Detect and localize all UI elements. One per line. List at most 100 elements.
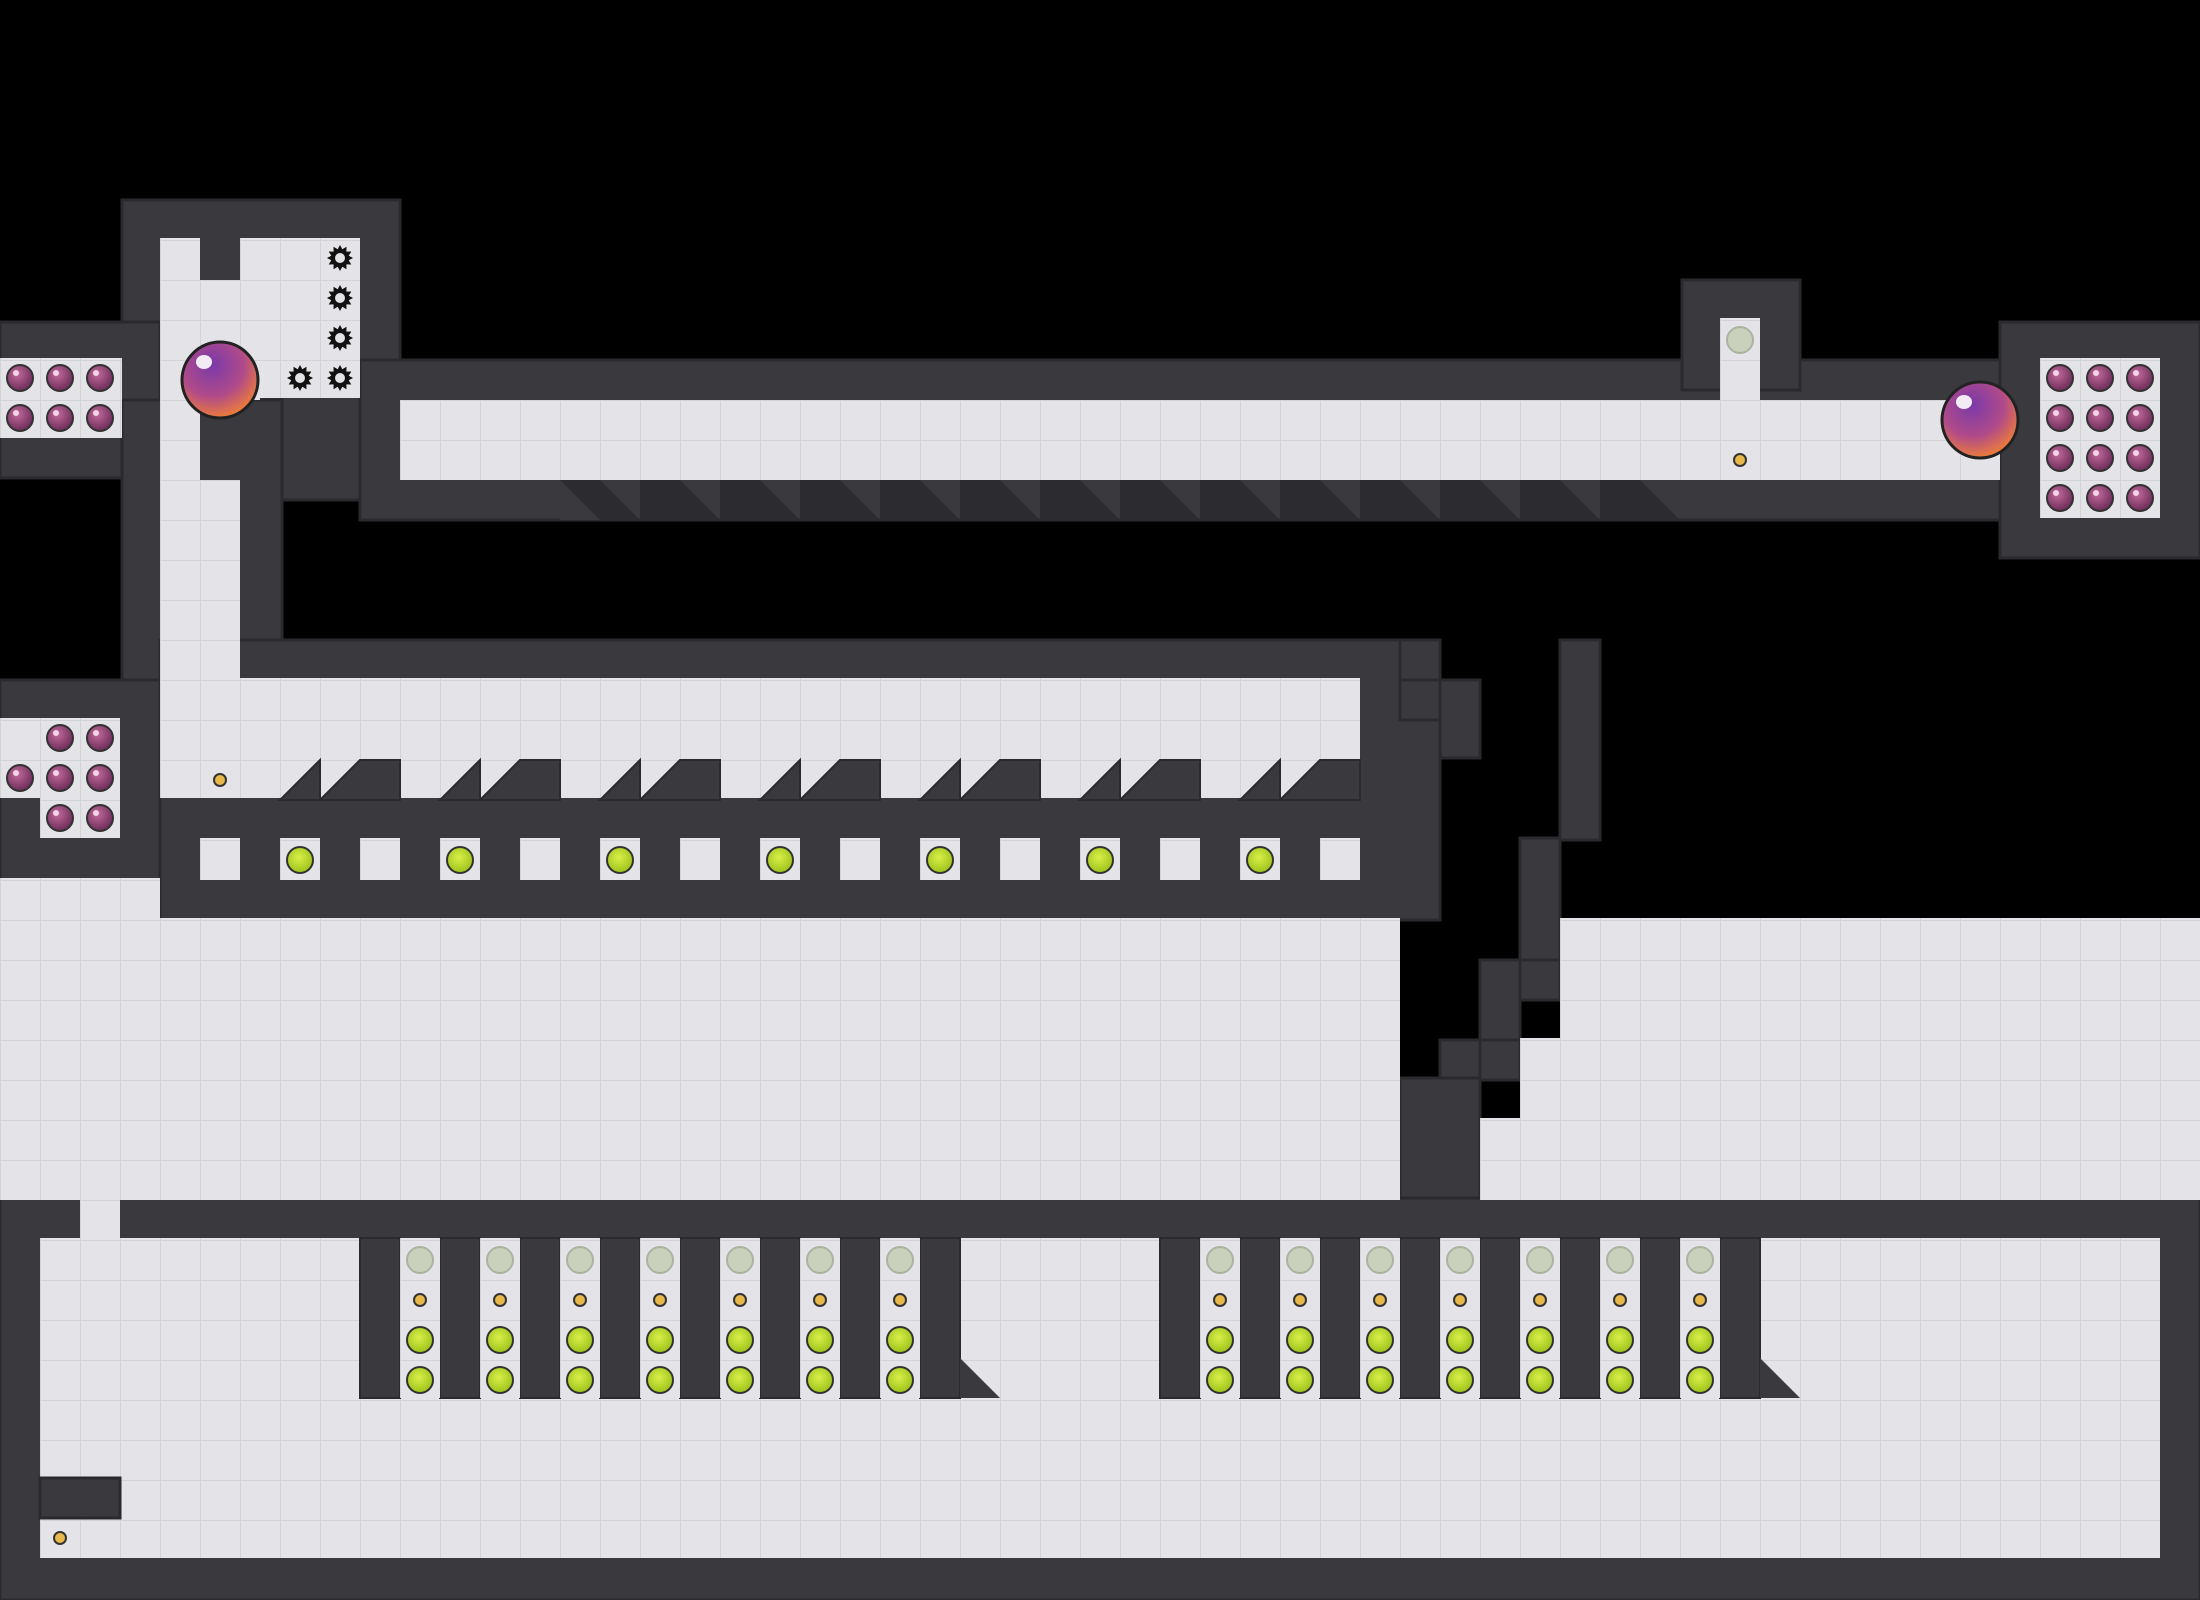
- gem-icon[interactable]: [1246, 846, 1274, 874]
- bomb-icon[interactable]: [2086, 364, 2114, 392]
- coin-icon[interactable]: [493, 1293, 507, 1307]
- gem-icon[interactable]: [886, 1326, 914, 1354]
- gem-icon[interactable]: [1446, 1366, 1474, 1394]
- gem-icon[interactable]: [646, 1366, 674, 1394]
- gem-icon[interactable]: [1686, 1366, 1714, 1394]
- bomb-icon[interactable]: [46, 804, 74, 832]
- coin-icon[interactable]: [733, 1293, 747, 1307]
- column: [919, 1237, 1000, 1399]
- bomb-icon[interactable]: [46, 364, 74, 392]
- spent-gem-icon: [806, 1246, 834, 1274]
- tooth: [880, 480, 960, 520]
- bomb-icon[interactable]: [6, 404, 34, 432]
- coin-icon[interactable]: [653, 1293, 667, 1307]
- spent-gem-icon: [1526, 1246, 1554, 1274]
- tooth: [800, 480, 880, 520]
- bomb-icon[interactable]: [2086, 404, 2114, 432]
- gem-icon[interactable]: [1286, 1326, 1314, 1354]
- coin-icon[interactable]: [813, 1293, 827, 1307]
- tooth: [640, 480, 720, 520]
- bottom-columns: [359, 1237, 1800, 1399]
- gem-icon[interactable]: [806, 1326, 834, 1354]
- gem-icon[interactable]: [406, 1326, 434, 1354]
- spent-gem-icon: [1366, 1246, 1394, 1274]
- spent-gem-icon: [486, 1246, 514, 1274]
- tooth: [1200, 480, 1280, 520]
- bomb-icon[interactable]: [86, 364, 114, 392]
- bomb-icon[interactable]: [2126, 404, 2154, 432]
- bomb-icon[interactable]: [46, 724, 74, 752]
- gem-icon[interactable]: [1086, 846, 1114, 874]
- coin-icon[interactable]: [213, 773, 227, 787]
- coin-icon[interactable]: [1533, 1293, 1547, 1307]
- gem-icon[interactable]: [1286, 1366, 1314, 1394]
- bomb-icon[interactable]: [86, 404, 114, 432]
- gem-icon[interactable]: [1366, 1326, 1394, 1354]
- coin-icon[interactable]: [1693, 1293, 1707, 1307]
- bomb-icon[interactable]: [2046, 444, 2074, 472]
- gem-icon[interactable]: [486, 1366, 514, 1394]
- bomb-icon[interactable]: [86, 804, 114, 832]
- gem-icon[interactable]: [806, 1366, 834, 1394]
- gem-icon[interactable]: [646, 1326, 674, 1354]
- coin-icon[interactable]: [1453, 1293, 1467, 1307]
- bomb-icon[interactable]: [2126, 484, 2154, 512]
- gem-icon[interactable]: [566, 1366, 594, 1394]
- gem-icon[interactable]: [886, 1366, 914, 1394]
- bomb-icon[interactable]: [6, 764, 34, 792]
- coin-icon[interactable]: [573, 1293, 587, 1307]
- bomb-icon[interactable]: [86, 764, 114, 792]
- spent-gem-icon: [726, 1246, 754, 1274]
- bomb-icon[interactable]: [2126, 444, 2154, 472]
- gem-icon[interactable]: [1606, 1366, 1634, 1394]
- gear-icon: [287, 365, 313, 391]
- player-ball-left[interactable]: [180, 340, 260, 420]
- bomb-icon[interactable]: [46, 764, 74, 792]
- spent-gem-icon: [1686, 1246, 1714, 1274]
- gem-icon[interactable]: [726, 1366, 754, 1394]
- gem-icon[interactable]: [1526, 1366, 1554, 1394]
- gem-icon[interactable]: [766, 846, 794, 874]
- bomb-icon[interactable]: [86, 724, 114, 752]
- bomb-icon[interactable]: [2046, 404, 2074, 432]
- coin-icon[interactable]: [1613, 1293, 1627, 1307]
- gem-icon[interactable]: [286, 846, 314, 874]
- gear-icon: [327, 365, 353, 391]
- gem-icon[interactable]: [1206, 1326, 1234, 1354]
- gem-icon[interactable]: [566, 1326, 594, 1354]
- bomb-icon[interactable]: [2086, 484, 2114, 512]
- ledge: [38, 1476, 122, 1520]
- spent-gem-icon: [1726, 326, 1754, 354]
- coin-icon[interactable]: [413, 1293, 427, 1307]
- gem-icon[interactable]: [446, 846, 474, 874]
- gem-icon[interactable]: [1686, 1326, 1714, 1354]
- gem-icon[interactable]: [726, 1326, 754, 1354]
- bomb-icon[interactable]: [2046, 364, 2074, 392]
- gem-icon[interactable]: [926, 846, 954, 874]
- spent-gem-icon: [646, 1246, 674, 1274]
- coin-icon[interactable]: [53, 1531, 67, 1545]
- bomb-icon[interactable]: [2126, 364, 2154, 392]
- bomb-icon[interactable]: [2086, 444, 2114, 472]
- gem-icon[interactable]: [1606, 1326, 1634, 1354]
- entities[interactable]: [6, 245, 2154, 1545]
- player-ball-right[interactable]: [1940, 380, 2020, 460]
- spent-gem-icon: [1446, 1246, 1474, 1274]
- gem-icon[interactable]: [486, 1326, 514, 1354]
- gem-icon[interactable]: [406, 1366, 434, 1394]
- gem-icon[interactable]: [1446, 1326, 1474, 1354]
- coin-icon[interactable]: [1373, 1293, 1387, 1307]
- coin-icon[interactable]: [1733, 453, 1747, 467]
- coin-icon[interactable]: [1293, 1293, 1307, 1307]
- bomb-icon[interactable]: [6, 364, 34, 392]
- gem-icon[interactable]: [1366, 1366, 1394, 1394]
- gem-icon[interactable]: [1526, 1326, 1554, 1354]
- gem-icon[interactable]: [1206, 1366, 1234, 1394]
- bomb-icon[interactable]: [46, 404, 74, 432]
- tooth: [1600, 480, 1680, 520]
- bomb-icon[interactable]: [2046, 484, 2074, 512]
- coin-icon[interactable]: [1213, 1293, 1227, 1307]
- gem-icon[interactable]: [606, 846, 634, 874]
- coin-icon[interactable]: [893, 1293, 907, 1307]
